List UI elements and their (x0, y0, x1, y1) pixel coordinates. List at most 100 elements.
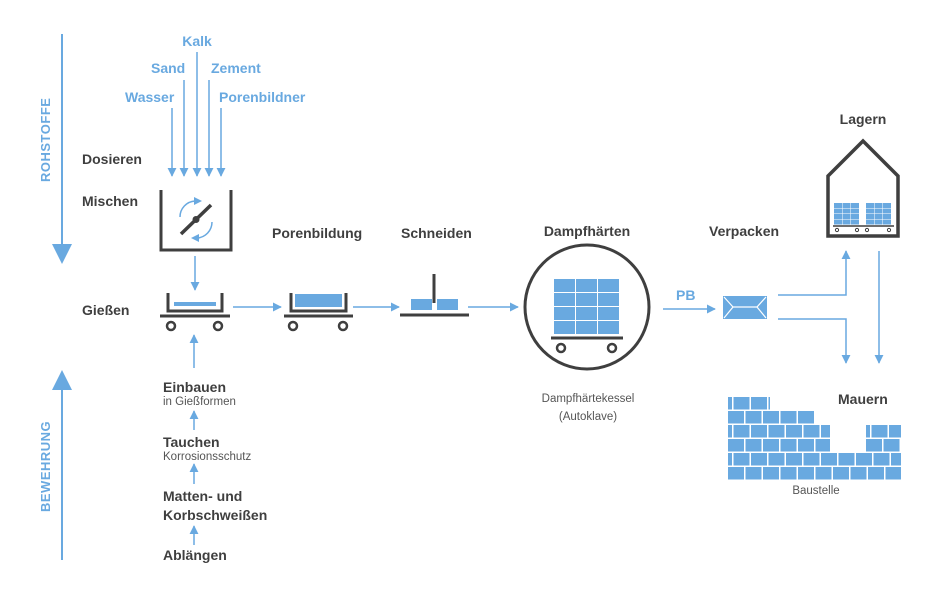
reinforcement-step-matten: Matten- und (163, 488, 242, 504)
brick (821, 425, 830, 438)
block (842, 214, 851, 219)
step-verpacken: Verpacken (709, 223, 779, 239)
block (866, 208, 874, 214)
block (598, 321, 619, 334)
reinforcement-step-ablaengen: Ablängen (163, 547, 227, 563)
brick (751, 425, 767, 438)
brick (768, 397, 770, 410)
block (554, 321, 575, 334)
block (842, 208, 851, 214)
mixer-icon (159, 190, 233, 252)
brick (763, 439, 779, 452)
block (598, 293, 619, 306)
cutting-icon (400, 274, 469, 317)
block (866, 203, 874, 208)
brick (866, 425, 870, 438)
brick (868, 467, 884, 480)
reinforcement-label: BEWEHRUNG (38, 421, 53, 512)
block (851, 219, 859, 225)
brick-wall-icon (728, 397, 901, 480)
pore-forming-cart-icon (284, 293, 353, 332)
brick (798, 467, 814, 480)
block (866, 219, 874, 225)
brick (768, 425, 785, 438)
step-lagern: Lagern (840, 111, 887, 127)
brick (786, 425, 802, 438)
block (842, 203, 851, 208)
autoclave-icon (523, 243, 651, 371)
brick (745, 439, 762, 452)
block (834, 219, 842, 225)
ingredient-porenbildner: Porenbildner (219, 89, 306, 105)
brick (850, 467, 867, 480)
ingredient-kalk: Kalk (182, 33, 212, 49)
block (851, 203, 859, 208)
brick (780, 439, 797, 452)
brick (821, 453, 837, 466)
block (598, 279, 619, 292)
brick (838, 453, 855, 466)
brick (780, 411, 797, 424)
block (554, 279, 575, 292)
block (874, 208, 883, 214)
brick (768, 453, 785, 466)
brick (856, 453, 872, 466)
brick (745, 467, 762, 480)
block (576, 293, 597, 306)
brick (866, 439, 882, 452)
block (851, 214, 859, 219)
block (842, 219, 851, 225)
block (883, 214, 891, 219)
step-mischen: Mischen (82, 193, 138, 209)
brick (833, 467, 849, 480)
brick (733, 397, 750, 410)
block (883, 219, 891, 225)
warehouse-icon (826, 138, 900, 238)
block (834, 208, 842, 214)
reinforcement-step-tauchen-sub: Korrosionsschutz (163, 451, 251, 463)
ingredient-wasser: Wasser (125, 89, 175, 105)
block (883, 203, 891, 208)
brick (728, 439, 744, 452)
brick (733, 453, 750, 466)
brick (745, 411, 762, 424)
distribution-arrows (778, 250, 884, 364)
brick (728, 397, 732, 410)
casting-cart-icon (160, 293, 230, 332)
reinforcement-step-korbschweissen: Korbschweißen (163, 507, 267, 523)
brick (883, 439, 900, 452)
autoclave-caption-1: Dampfhärtekessel (542, 393, 635, 405)
block (576, 321, 597, 334)
brick (798, 439, 814, 452)
raw-materials-label: ROHSTOFFE (38, 98, 53, 182)
brick (891, 453, 901, 466)
step-schneiden: Schneiden (401, 225, 472, 241)
brick (780, 467, 797, 480)
construction-site-caption: Baustelle (792, 485, 839, 497)
brick (889, 425, 901, 438)
brick (815, 439, 830, 452)
brick (733, 425, 750, 438)
brick (786, 453, 802, 466)
brick (798, 411, 814, 424)
brick (751, 397, 767, 410)
brick (728, 453, 732, 466)
step-dampfhaerten: Dampfhärten (544, 223, 630, 239)
block (834, 203, 842, 208)
brick (728, 467, 744, 480)
brick (873, 453, 890, 466)
block (554, 293, 575, 306)
brick (728, 411, 744, 424)
block (883, 208, 891, 214)
block (834, 214, 842, 219)
block (874, 203, 883, 208)
ingredient-sand: Sand (151, 60, 185, 76)
pb-label: PB (676, 287, 695, 303)
brick (728, 425, 732, 438)
autoclave-caption-2: (Autoklave) (559, 411, 617, 423)
ingredient-zement: Zement (211, 60, 261, 76)
step-mauern: Mauern (838, 391, 888, 407)
brick (763, 467, 779, 480)
block (866, 214, 874, 219)
